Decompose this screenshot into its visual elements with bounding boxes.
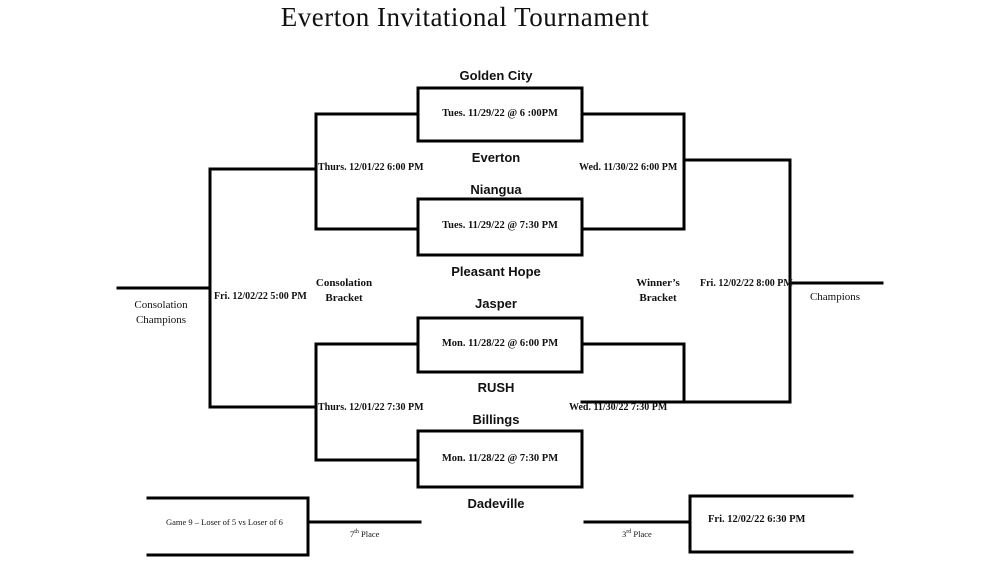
winner-top-connector (580, 112, 686, 231)
team-dadeville: Dadeville (467, 496, 525, 511)
game-label-thurs-730pm: Thurs. 12/01/22 7:30 PM (318, 402, 424, 413)
team-billings: Billings (472, 412, 520, 427)
game-box-mon-730pm (416, 429, 584, 489)
page-title: Everton Invitational Tournament (280, 2, 650, 32)
consolation-final-connector (208, 167, 318, 409)
third-place-game-label: Fri. 12/02/22 6:30 PM (708, 514, 806, 525)
team-everton: Everton (471, 150, 521, 165)
consolation-bottom-connector (314, 342, 420, 462)
game-label-wed-6pm: Wed. 11/30/22 6:00 PM (579, 162, 678, 173)
game-label-thurs-6pm: Thurs. 12/01/22 6:00 PM (318, 162, 424, 173)
consolation-top-connector (314, 112, 420, 231)
seventh-place-bracket (146, 496, 310, 557)
seventh-place-label: 7th Place (350, 529, 380, 539)
game-box-mon-6pm (416, 316, 584, 374)
game-label-consolation-final: Fri. 12/02/22 5:00 PM (214, 291, 307, 302)
team-pleasant-hope: Pleasant Hope (451, 264, 541, 279)
seventh-place-game-label: Game 9 – Loser of 5 vs Loser of 6 (166, 517, 283, 527)
game-label-championship: Fri. 12/02/22 8:00 PM (700, 278, 793, 289)
winner-final-connector (682, 158, 792, 404)
team-jasper: Jasper (475, 296, 517, 311)
team-niangua: Niangua (470, 182, 522, 197)
game-label-tues-6pm: Tues. 11/29/22 @ 6 :00PM (442, 108, 558, 119)
consolation-champions-label: Consolation Champions (134, 299, 188, 326)
third-place-label: 3rd Place (622, 529, 652, 539)
consolation-bracket-label: Consolation Bracket (315, 277, 373, 304)
game-label-tues-730pm: Tues. 11/29/22 @ 7:30 PM (442, 220, 558, 231)
team-golden-city: Golden City (459, 68, 533, 83)
game-label-mon-6pm: Mon. 11/28/22 @ 6:00 PM (441, 338, 559, 349)
game-label-mon-730pm: Mon. 11/28/22 @ 7:30 PM (441, 453, 559, 464)
winner-bottom-connector (580, 342, 686, 404)
winners-bracket-label: Winner’s Bracket (636, 277, 680, 304)
team-rush: RUSH (477, 380, 515, 395)
third-place-bracket (688, 494, 854, 554)
game-box-tues-730pm (416, 197, 584, 257)
game-label-wed-730pm: Wed. 11/30/22 7:30 PM (569, 402, 668, 413)
champions-label: Champions (809, 291, 861, 303)
